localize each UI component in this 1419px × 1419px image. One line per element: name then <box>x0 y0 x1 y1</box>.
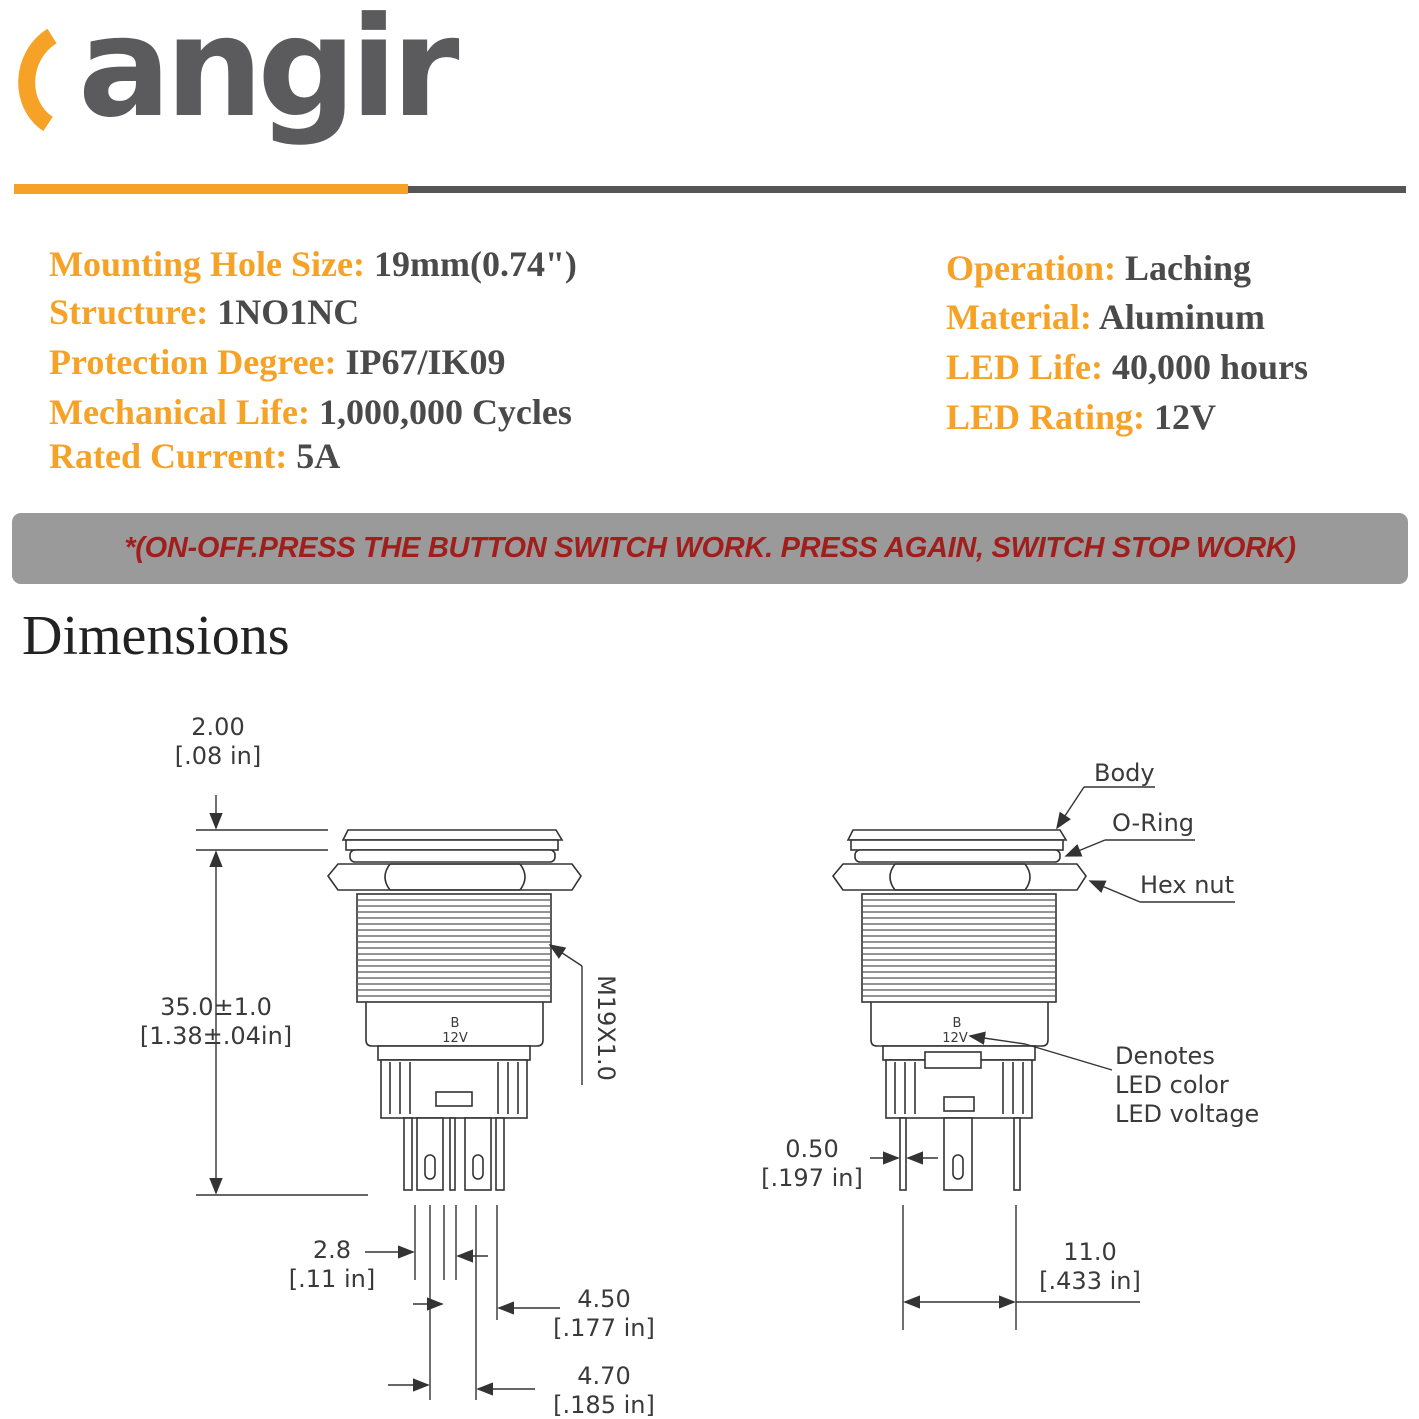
pin-thickness-mm: 0.50 <box>785 1135 838 1163</box>
spec-led-rating: LED Rating: 12V <box>946 397 1217 437</box>
callout-hex-nut: Hex nut <box>1140 871 1234 899</box>
right-marking-color: B <box>953 1016 962 1031</box>
spec-rated-current: Rated Current: 5A <box>49 436 341 476</box>
spec-led-life: LED Life: 40,000 hours <box>946 347 1309 387</box>
top-gap-in: [.08 in] <box>175 742 261 770</box>
left-marking-voltage: 12V <box>442 1031 468 1046</box>
thread-label: M19X1.0 <box>592 975 620 1081</box>
left-thread-lines <box>357 899 551 997</box>
denotes-label: Denotes <box>1115 1042 1215 1070</box>
pin-spacing-a-in: [.177 in] <box>553 1314 655 1342</box>
right-view-switch <box>831 829 1087 1191</box>
brand-logo: angir <box>8 0 460 160</box>
callout-body: Body <box>1094 759 1155 787</box>
denotes-led-color: LED color <box>1115 1071 1229 1099</box>
pin-spacing-b-in: [.185 in] <box>553 1391 655 1419</box>
dimension-drawing: B 12V 2.00 [.08 in] 35.0±1.0 [1.38±.04in… <box>140 713 1259 1419</box>
pin-width-in: [.11 in] <box>289 1265 375 1293</box>
left-dimension-lines <box>196 795 583 1400</box>
left-view-switch <box>326 829 582 1191</box>
operation-banner: *(ON-OFF.PRESS THE BUTTON SWITCH WORK. P… <box>12 513 1408 584</box>
height-in: [1.38±.04in] <box>140 1022 292 1050</box>
banner-text: *(ON-OFF.PRESS THE BUTTON SWITCH WORK. P… <box>124 532 1296 564</box>
spec-operation: Operation: Laching <box>946 248 1252 288</box>
spec-mounting-hole: Mounting Hole Size: 19mm(0.74") <box>49 244 577 284</box>
logo-mark-icon <box>18 28 58 132</box>
dimensions-title: Dimensions <box>22 605 290 667</box>
pin-spacing-a-mm: 4.50 <box>577 1285 630 1313</box>
right-marking-voltage: 12V <box>942 1031 968 1046</box>
denotes-led-voltage: LED voltage <box>1115 1100 1259 1128</box>
header-divider <box>14 184 1406 194</box>
spec-mechanical-life: Mechanical Life: 1,000,000 Cycles <box>49 392 572 432</box>
pin-span-mm: 11.0 <box>1063 1238 1116 1266</box>
pin-width-mm: 2.8 <box>313 1236 351 1264</box>
right-thread-lines <box>862 899 1056 997</box>
spec-protection: Protection Degree: IP67/IK09 <box>49 342 506 382</box>
pin-span-in: [.433 in] <box>1039 1267 1141 1295</box>
right-callout-lines <box>870 786 1235 1330</box>
spec-material: Material: Aluminum <box>946 297 1265 337</box>
top-gap-mm: 2.00 <box>191 713 244 741</box>
pin-spacing-b-mm: 4.70 <box>577 1362 630 1390</box>
callout-o-ring: O-Ring <box>1112 809 1194 837</box>
spec-structure: Structure: 1NO1NC <box>49 292 360 332</box>
left-marking-color: B <box>451 1016 460 1031</box>
pin-thickness-in: [.197 in] <box>761 1164 863 1192</box>
logo-text: angir <box>78 0 460 148</box>
height-mm: 35.0±1.0 <box>160 993 272 1021</box>
